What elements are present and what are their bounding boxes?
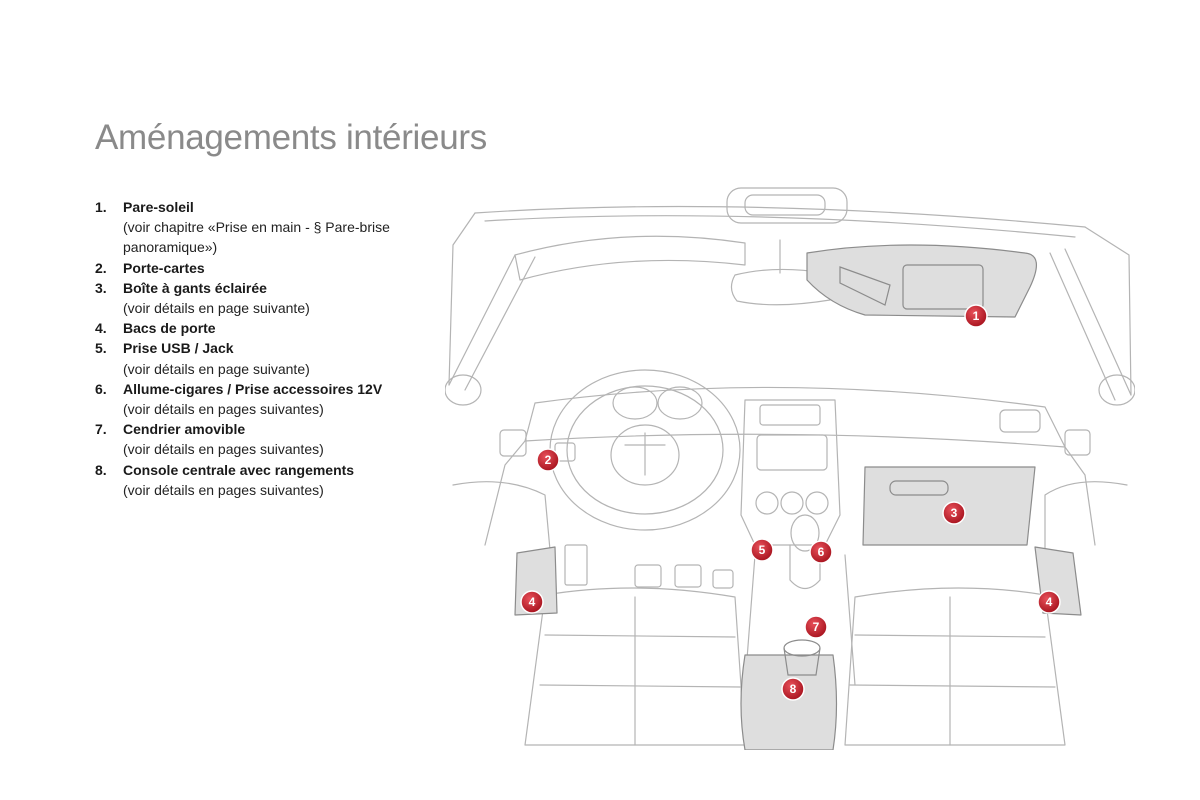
legend-number: 3. — [95, 279, 107, 296]
legend-item: 5. Prise USB / Jack (voir détails en page… — [95, 338, 435, 378]
svg-text:6: 6 — [818, 545, 825, 559]
marker-6: 6 — [809, 540, 833, 564]
legend-item: 6. Allume-cigares / Prise accessoires 12… — [95, 379, 435, 419]
legend-item: 8. Console centrale avec rangements (voir… — [95, 460, 435, 500]
gear-lever — [789, 544, 821, 590]
legend-note: (voir détails en pages suivantes) — [123, 401, 324, 418]
marker-4-left: 4 — [520, 590, 544, 614]
svg-text:2: 2 — [545, 453, 552, 467]
windscreen-frame — [474, 205, 1086, 228]
legend-note: (voir détails en pages suivantes) — [123, 441, 324, 458]
legend-label: Allume-cigares / Prise accessoires 12V — [123, 380, 383, 397]
marker-5: 5 — [750, 538, 774, 562]
legend-number: 6. — [95, 380, 107, 397]
center-console — [740, 399, 841, 546]
legend-label: Porte-cartes — [123, 259, 205, 276]
marker-7: 7 — [804, 615, 828, 639]
dashboard — [524, 386, 1066, 448]
svg-text:4: 4 — [529, 595, 536, 609]
legend-number: 2. — [95, 259, 107, 276]
legend-label: Cendrier amovible — [123, 421, 246, 438]
marker-4-right: 4 — [1037, 590, 1061, 614]
legend-label: Boîte à gants éclairée — [123, 279, 267, 296]
marker-8: 8 — [781, 677, 805, 701]
marker-1: 1 — [964, 304, 988, 328]
legend-note: (voir détails en page suivante) — [123, 300, 310, 317]
svg-text:7: 7 — [813, 620, 820, 634]
svg-text:3: 3 — [951, 506, 958, 520]
sun-visor — [806, 244, 1037, 318]
legend-number: 1. — [95, 199, 107, 215]
svg-text:8: 8 — [790, 682, 797, 696]
page-title: Aménagements intérieurs — [95, 118, 487, 157]
passenger-seat — [844, 587, 1066, 746]
legend-label: Console centrale avec rangements — [123, 461, 355, 478]
driver-seat — [524, 587, 746, 746]
legend-number: 4. — [95, 320, 107, 337]
svg-text:1: 1 — [973, 309, 980, 323]
car-interior-illustration: 1 2 3 4 4 5 6 — [445, 187, 1135, 750]
car-interior-diagram: 1 2 3 4 4 5 6 — [445, 185, 1135, 750]
legend-note: (voir détails en page suivante) — [123, 360, 310, 377]
legend-label: Pare-soleil — [123, 199, 194, 215]
legend-item: 4. Bacs de porte — [95, 318, 435, 338]
legend-item: 2. Porte-cartes — [95, 258, 435, 278]
legend-item: 3. Boîte à gants éclairée (voir détails e… — [95, 278, 435, 318]
legend-item: 7. Cendrier amovible (voir détails en pag… — [95, 419, 435, 459]
marker-3: 3 — [942, 501, 966, 525]
legend-item: 1. Pare-soleil (voir chapitre «Prise en m… — [95, 197, 435, 258]
legend-number: 7. — [95, 421, 107, 438]
legend-list: 1. Pare-soleil (voir chapitre «Prise en m… — [95, 197, 435, 500]
console-storage — [740, 654, 838, 750]
marker-2: 2 — [536, 448, 560, 472]
diagram-markers: 1 2 3 4 4 5 6 — [520, 304, 1061, 701]
legend-label: Bacs de porte — [123, 320, 216, 337]
legend-number: 5. — [95, 340, 107, 357]
svg-text:5: 5 — [759, 543, 766, 557]
legend-number: 8. — [95, 461, 107, 478]
svg-text:4: 4 — [1046, 595, 1053, 609]
legend-note: (voir détails en pages suivantes) — [123, 481, 324, 498]
legend-note: (voir chapitre «Prise en main - § Pare-b… — [123, 219, 390, 256]
legend-label: Prise USB / Jack — [123, 340, 234, 357]
